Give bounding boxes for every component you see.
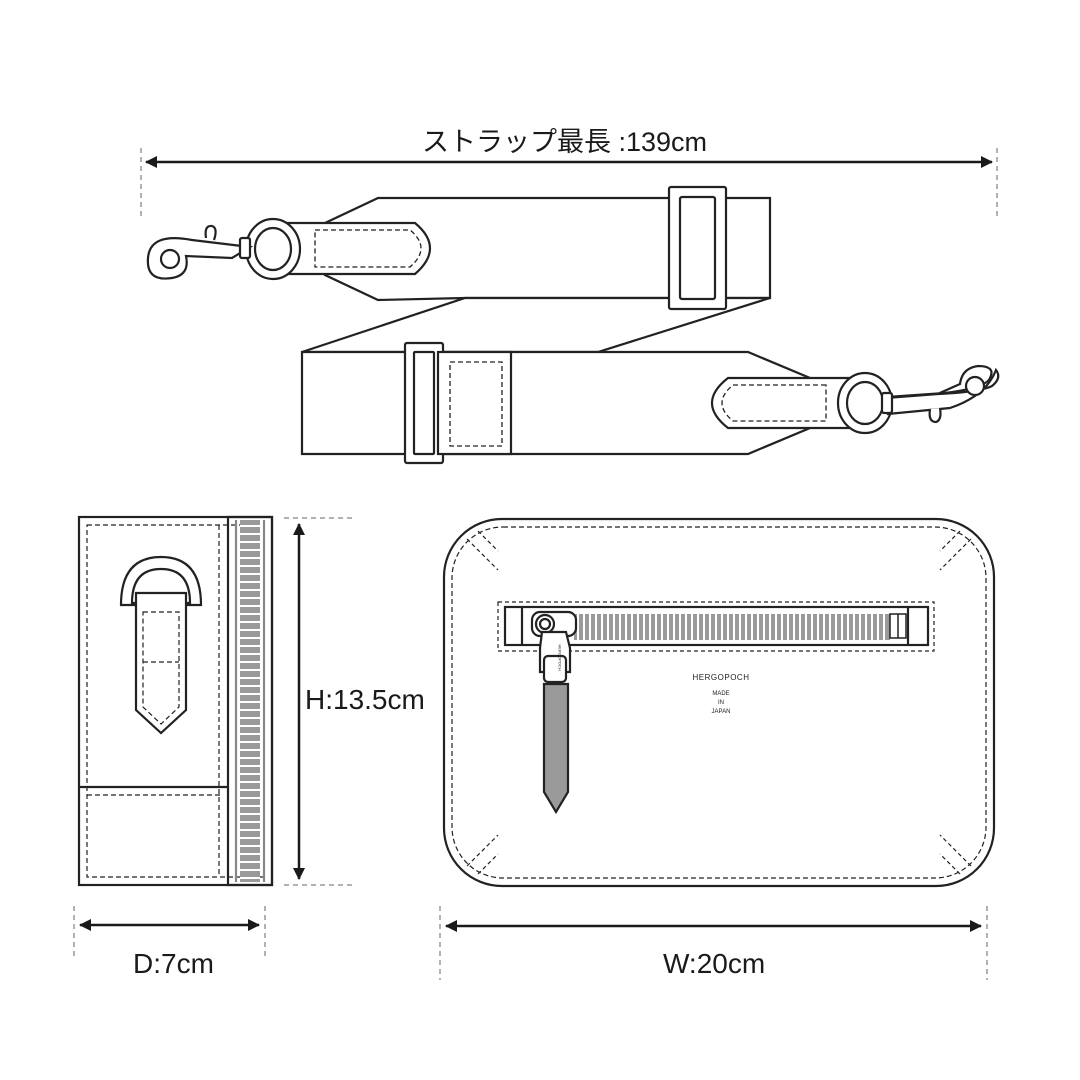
made-in-label: MADE IN JAPAN xyxy=(676,690,766,717)
made-in-line-3: JAPAN xyxy=(711,709,731,715)
bag-front-view xyxy=(439,517,996,980)
strap-diagram xyxy=(140,148,1000,465)
side-leather-loop xyxy=(134,591,188,735)
made-in-line-2: IN xyxy=(718,700,724,706)
made-in-line-1: MADE xyxy=(712,691,730,697)
strap-adjuster-upper-inner xyxy=(678,195,717,301)
width-label: W:20cm xyxy=(663,948,766,979)
front-corner-patches xyxy=(466,530,972,875)
brand-logo: HERGOPOCH xyxy=(692,673,750,682)
height-label: H:13.5cm xyxy=(305,684,425,715)
zipper-pull-brand: HERGOPOCH xyxy=(557,644,563,671)
strap-leather-tab-left xyxy=(278,221,431,276)
front-zipper-frame xyxy=(497,601,935,652)
bag-side-view xyxy=(73,515,352,956)
front-zipper-pull-leather xyxy=(542,682,570,815)
depth-label: D:7cm xyxy=(133,948,214,979)
side-zipper-band xyxy=(226,515,274,887)
strap-length-label: ストラップ最長 :139cm xyxy=(422,127,708,157)
side-zipper-teeth xyxy=(234,520,266,882)
strap-leather-patch xyxy=(436,350,513,456)
strap-leather-tab-right xyxy=(711,376,860,430)
